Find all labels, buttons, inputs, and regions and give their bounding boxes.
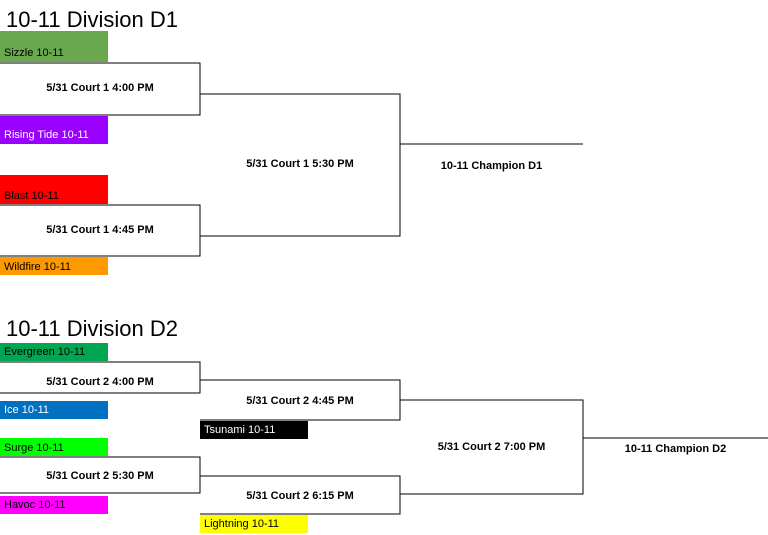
- team-lightning: Lightning 10-11: [200, 515, 308, 533]
- champion-d2: 10-11 Champion D2: [624, 443, 727, 455]
- team-blast: Blast 10-11: [0, 175, 108, 204]
- team-rising-tide: Rising Tide 10-11: [0, 116, 108, 144]
- team-evergreen: Evergreen 10-11: [0, 343, 108, 361]
- game-d2-court2-615: 5/31 Court 2 6:15 PM: [246, 490, 354, 502]
- team-havoc: Havoc 10-11: [0, 496, 108, 514]
- team-tsunami: Tsunami 10-11: [200, 421, 308, 439]
- division-d2-title: 10-11 Division D2: [6, 316, 179, 341]
- game-d2-court2-700: 5/31 Court 2 7:00 PM: [437, 441, 546, 453]
- game-d1-court1-530: 5/31 Court 1 5:30 PM: [246, 158, 354, 170]
- game-d1-court1-445: 5/31 Court 1 4:45 PM: [46, 224, 154, 236]
- game-d1-court1-400: 5/31 Court 1 4:00 PM: [46, 82, 154, 94]
- team-sizzle: Sizzle 10-11: [0, 31, 108, 62]
- game-d2-court2-445: 5/31 Court 2 4:45 PM: [246, 395, 354, 407]
- team-wildfire: Wildfire 10-11: [0, 257, 108, 275]
- team-surge: Surge 10-11: [0, 438, 108, 456]
- division-d1-title: 10-11 Division D1: [6, 7, 179, 32]
- champion-d1: 10-11 Champion D1: [440, 160, 543, 172]
- game-d2-court2-400: 5/31 Court 2 4:00 PM: [46, 376, 154, 388]
- team-ice: Ice 10-11: [0, 401, 108, 419]
- game-d2-court2-530: 5/31 Court 2 5:30 PM: [46, 470, 154, 482]
